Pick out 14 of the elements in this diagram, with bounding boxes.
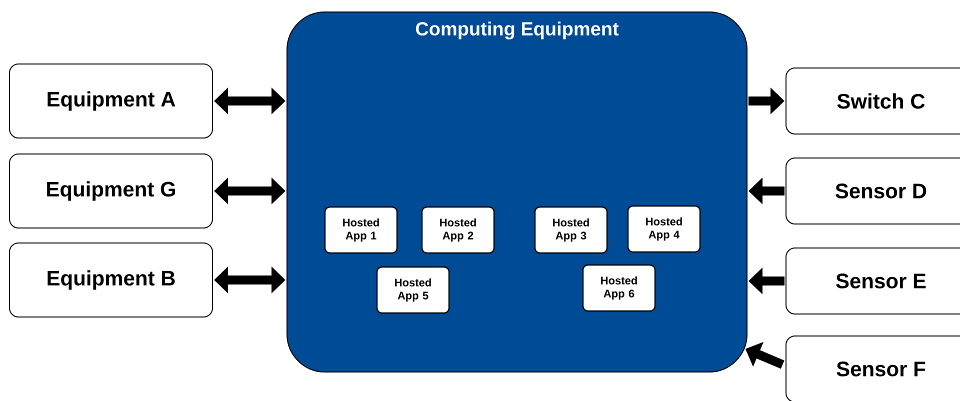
device-box: Sensor D [786, 158, 960, 224]
app-box: Hosted App 2 [421, 206, 495, 254]
app-box: Hosted App 1 [324, 206, 398, 254]
app-box: Hosted App 4 [627, 205, 701, 253]
device-box: Equipment G [9, 154, 213, 228]
app-box: Hosted App 6 [582, 264, 656, 312]
app-box: Hosted App 3 [534, 206, 608, 254]
device-box: Sensor F [786, 336, 960, 401]
app-box: Hosted App 5 [376, 266, 450, 314]
panel-title: Computing Equipment [416, 22, 619, 40]
device-box: Sensor E [786, 248, 960, 314]
device-box: Equipment A [9, 64, 213, 138]
device-box: Switch C [786, 68, 960, 134]
device-box: Equipment B [9, 242, 213, 318]
